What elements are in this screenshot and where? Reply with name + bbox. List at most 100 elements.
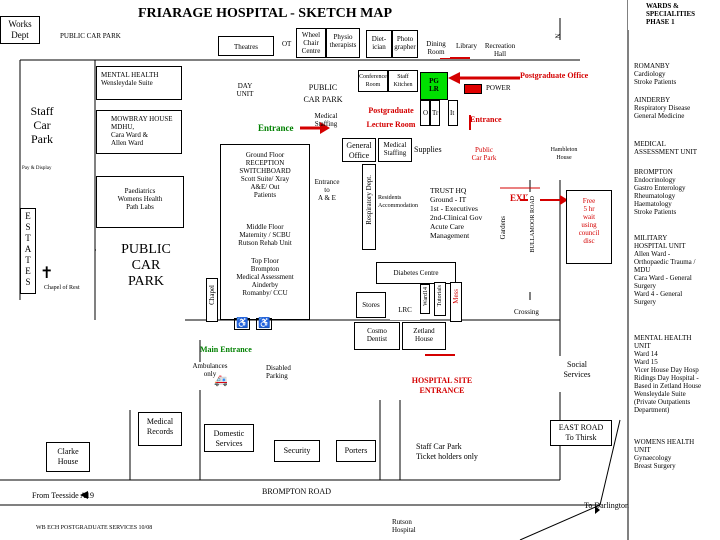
staff-car-park[interactable]: Staff Car Park [22,100,64,150]
theatres[interactable]: Theatres [218,36,274,56]
conference-room[interactable]: Conference Room [358,70,388,92]
general-office-label: General Office [346,141,372,160]
residents-accommodation[interactable]: Residents Accommodation [378,190,426,220]
clarke-house[interactable]: Clarke House [46,442,90,472]
medical-records[interactable]: Medical Records [138,412,182,446]
it-room[interactable]: It [448,100,458,126]
porters[interactable]: Porters [336,440,376,462]
staff-kitchen[interactable]: Staff Kitchen [388,70,418,92]
top-floor-label: Top Floor Brompton Medical Assessment Ai… [236,257,294,297]
ward-14[interactable]: Ward14 [420,284,430,314]
public-car-park-big[interactable]: PUBLIC CAR PARK [96,236,196,318]
lrc-label: LRC [398,306,412,314]
public-car-park-red[interactable]: Public Car Park [471,146,497,162]
main-hospital-block[interactable]: Ground Floor RECEPTION SWITCHBOARD Scott… [220,144,310,320]
diabetes-centre[interactable]: Diabetes Centre [376,262,456,284]
dietician[interactable]: Diet- ician [366,30,392,58]
general-office[interactable]: General Office [342,138,376,162]
entrance-to-ae[interactable]: Entrance to A & E [312,176,342,216]
ambulance-icon: 🚑 [214,375,228,387]
medical-records-label: Medical Records [146,417,174,436]
postgrad-lecture-label: Postgraduate Lecture Room [366,106,416,129]
wards-title-label: WARDS & SPECIALITIES PHASE 1 [646,2,696,26]
postgraduate-office-label[interactable]: Postgraduate Office [520,71,589,80]
pg-lr-label: PG LR [429,77,439,93]
physio-label: Physio therapists [329,33,357,49]
free-parking[interactable]: Free 5 hr wait using council disc [566,190,612,264]
crossing-label[interactable]: Crossing [514,308,539,316]
cross-icon: ✝ [40,265,54,282]
pg-lr[interactable]: PG LR [420,72,448,100]
staff-car-park-tickets[interactable]: Staff Car Park Ticket holders only [412,440,502,466]
public-car-park-top[interactable]: PUBLIC CAR PARK [60,26,130,46]
bullamoor-road[interactable]: BULLAMOOR ROAD [528,192,540,292]
day-unit[interactable]: DAY UNIT [222,76,268,108]
trust-hq[interactable]: TRUST HQ Ground - IT 1st - Executives 2n… [424,182,498,252]
stores[interactable]: Stores [356,292,386,318]
power[interactable]: POWER [476,82,526,94]
physio[interactable]: Physio therapists [326,28,360,58]
residents-label: Residents Accommodation [378,195,418,209]
library-label: Library [456,42,477,50]
east-road[interactable]: EAST ROAD To Thirsk [550,420,612,446]
mental-health-label: MENTAL HEALTH Wensleydale Suite [101,71,159,87]
o-room[interactable]: O [420,100,430,126]
chapel-of-rest[interactable]: ✝ Chapel of Rest [38,266,88,294]
public-car-park-big-label: PUBLIC CAR PARK [121,242,171,289]
chapel-label: Chapel [208,285,216,305]
clarke-house-label: Clarke House [57,447,79,466]
medical-staffing-2[interactable]: Medical Staffing [378,138,412,162]
photographer-label: Photo grapher [394,35,416,51]
main-entrance-label[interactable]: Main Entrance [200,345,252,354]
social-services-label: Social Services [563,360,591,379]
dining-room[interactable]: Dining Room [422,36,450,58]
diabetes-label: Diabetes Centre [393,269,439,277]
tr-label: Tr [432,109,439,117]
mowbray-house[interactable]: MOWBRAY HOUSE MDHU, Cara Ward & Allen Wa… [96,110,182,154]
wheelchair-icon-2: ♿ [256,318,273,330]
disabled-parking[interactable]: Disabled Parking [262,362,306,386]
hambleton-house[interactable]: Hambleton House [540,144,588,170]
domestic-services-label: Domestic Services [213,429,245,448]
zetland-house[interactable]: Zetland House [402,322,446,350]
to-darlington-label: To Darlington [584,501,629,510]
pay-display-label: Pay & Display [22,166,52,171]
respiratory-label: Respiratory Dept. [365,175,373,225]
mess[interactable]: Mess [450,282,462,322]
footer-credit: WB ECH POSTGRADUATE SERVICES 10/08 [36,525,153,531]
dining-room-label: Dining Room [426,40,446,56]
entrance-to-ae-label: Entrance to A & E [314,178,340,202]
exit-label[interactable]: EXIT [510,193,533,203]
day-unit-label: DAY UNIT [236,82,254,98]
ward-romanby: ROMANBY Cardiology Stroke Patients [634,62,677,86]
photographer[interactable]: Photo grapher [392,30,418,58]
public-car-park-mid[interactable]: PUBLIC CAR PARK [292,78,354,108]
domestic-services[interactable]: Domestic Services [204,424,254,452]
tutorials[interactable]: Tutorials [434,282,446,316]
estates[interactable]: E S T A T E S [20,208,36,294]
recreation-hall-label: Recreation Hall [484,42,516,58]
cosmo-dentist[interactable]: Cosmo Dentist [354,322,400,350]
chapel[interactable]: Chapel [206,278,218,322]
paediatrics-label: Paediatrics Womens Health Path Labs [117,187,163,211]
tr-room[interactable]: Tr [430,100,440,126]
hospital-site-entrance[interactable]: HOSPITAL SITE ENTRANCE [411,376,473,395]
medical-staffing-label: Medical Staffing [314,112,338,128]
hambleton-label: Hambleton House [550,147,578,161]
security[interactable]: Security [274,440,320,462]
wheelchair-centre[interactable]: Wheel Chair Centre [296,28,326,58]
mental-health-suite[interactable]: MENTAL HEALTH Wensleydale Suite [96,66,182,100]
tutorials-label: Tutorials [437,285,443,307]
gardens[interactable]: Gardens [498,210,510,270]
lrc[interactable]: LRC [390,298,420,320]
paediatrics[interactable]: Paediatrics Womens Health Path Labs [96,176,184,228]
ot-label: OT [282,40,292,48]
works-dept[interactable]: Works Dept [0,16,40,44]
social-services[interactable]: Social Services [548,356,608,392]
entrance-right-label[interactable]: Entrance [470,115,502,124]
entrance-main-block[interactable]: Entrance [258,123,294,133]
respiratory-dept[interactable]: Respiratory Dept. [362,164,376,250]
rutson-hospital-label[interactable]: Rutson Hospital [392,518,416,534]
public-car-park-mid-label: PUBLIC CAR PARK [303,83,343,104]
ambulance-bay[interactable]: Ambulances only 🚑 [186,362,234,390]
